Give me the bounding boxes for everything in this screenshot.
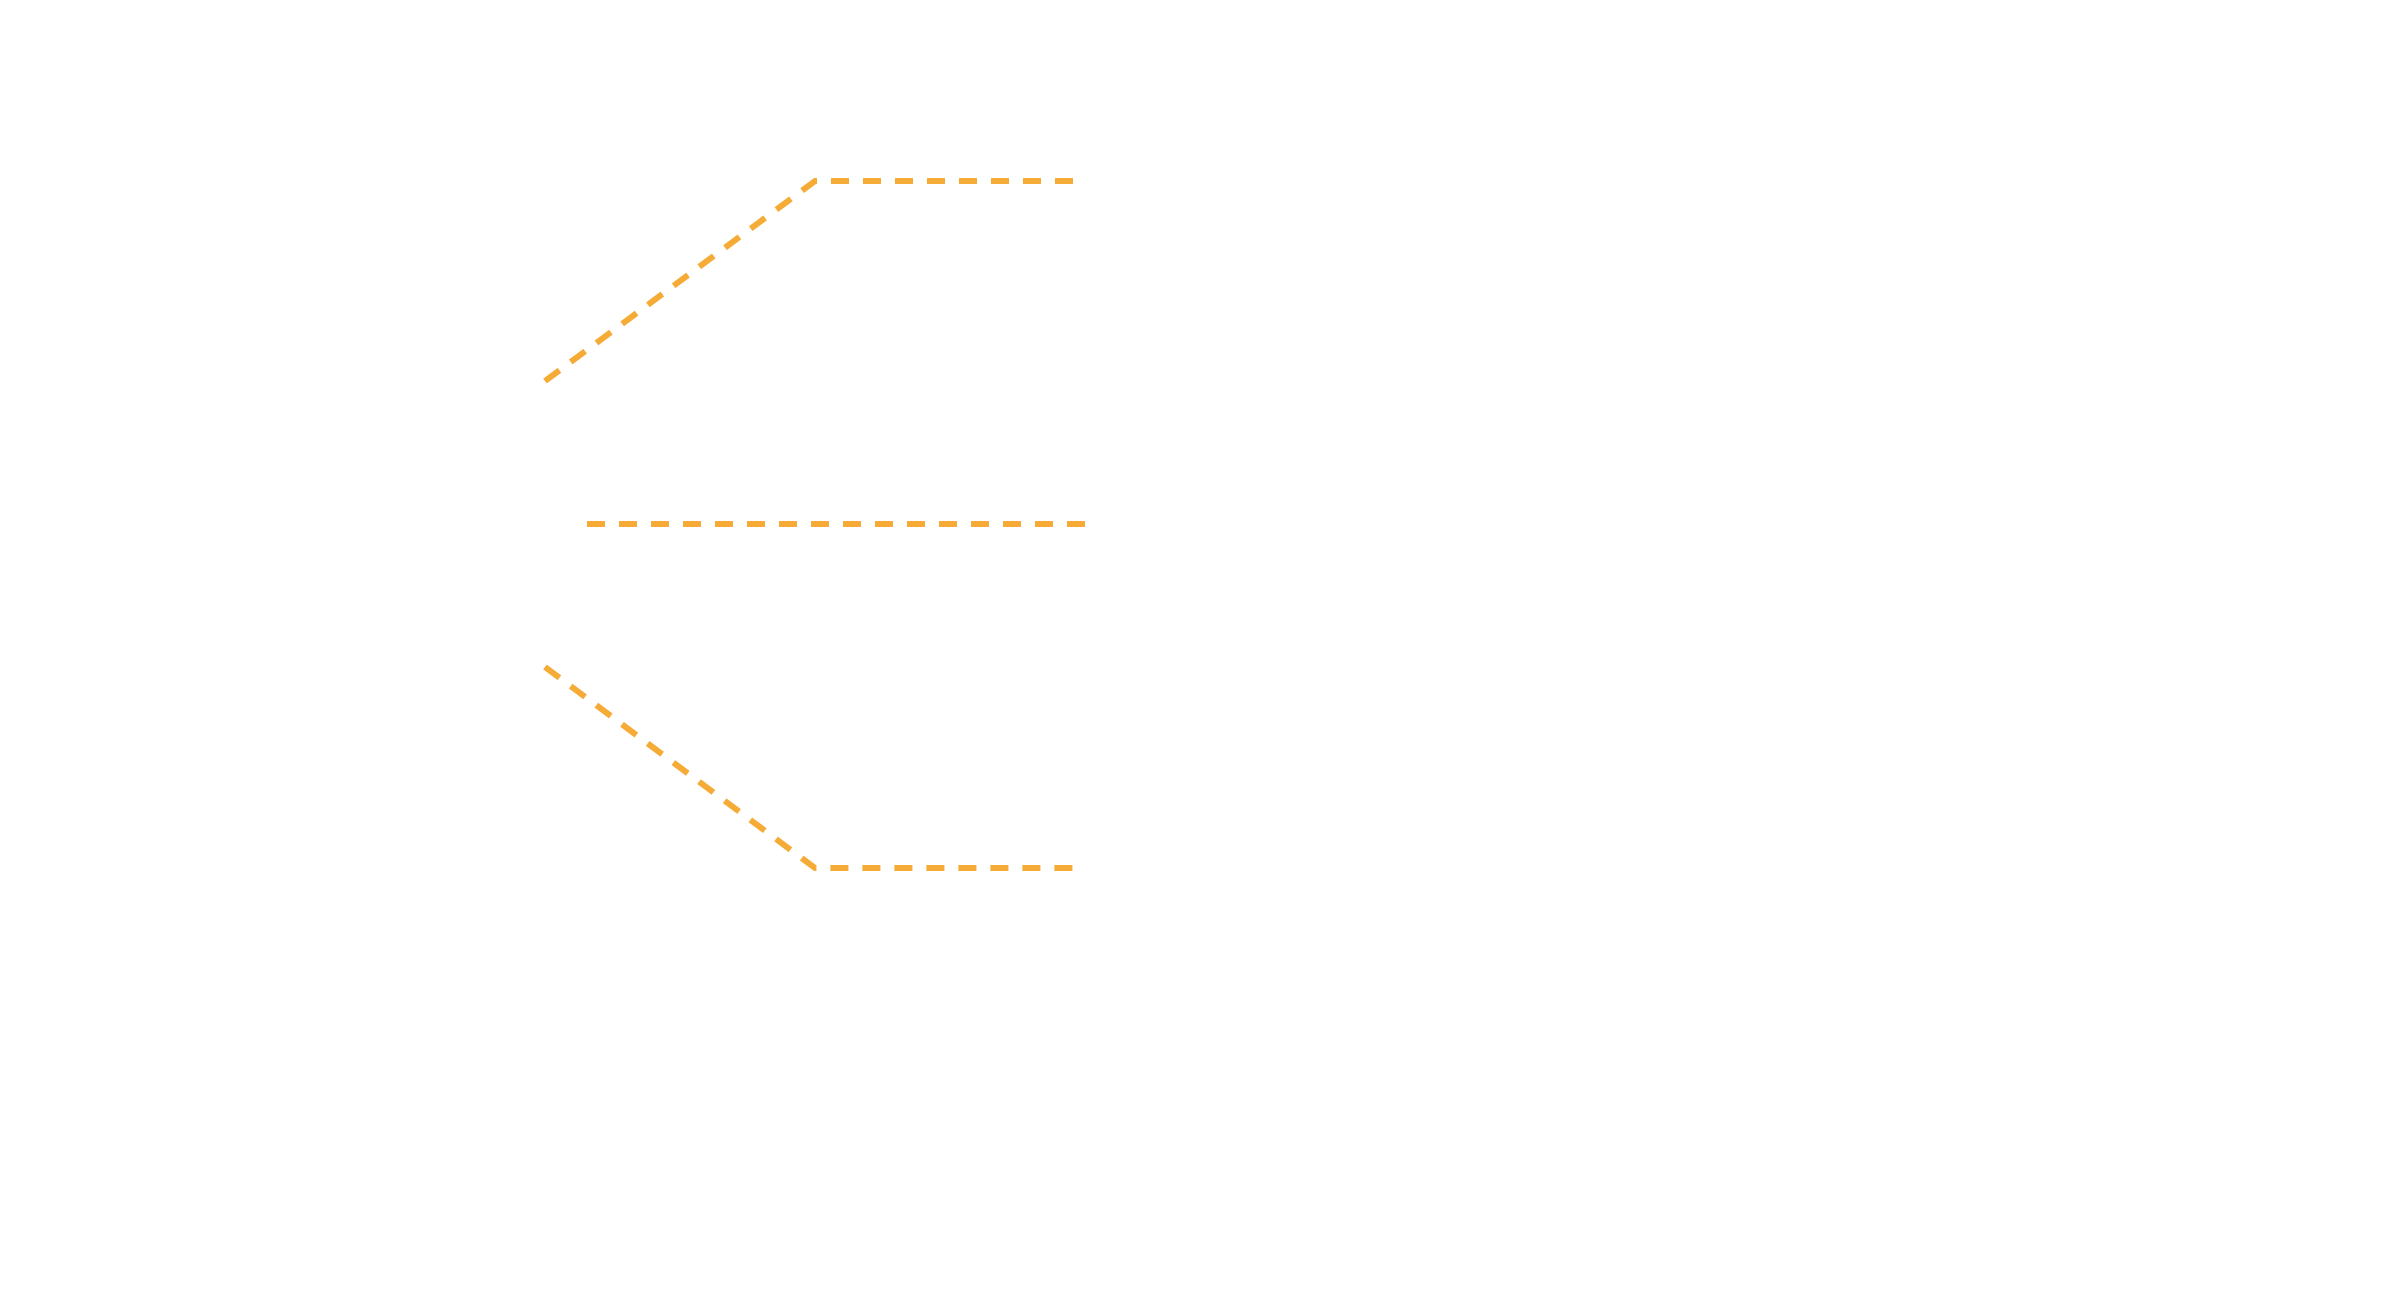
connector-top: [543, 178, 1085, 384]
connector-bottom: [543, 664, 1085, 871]
